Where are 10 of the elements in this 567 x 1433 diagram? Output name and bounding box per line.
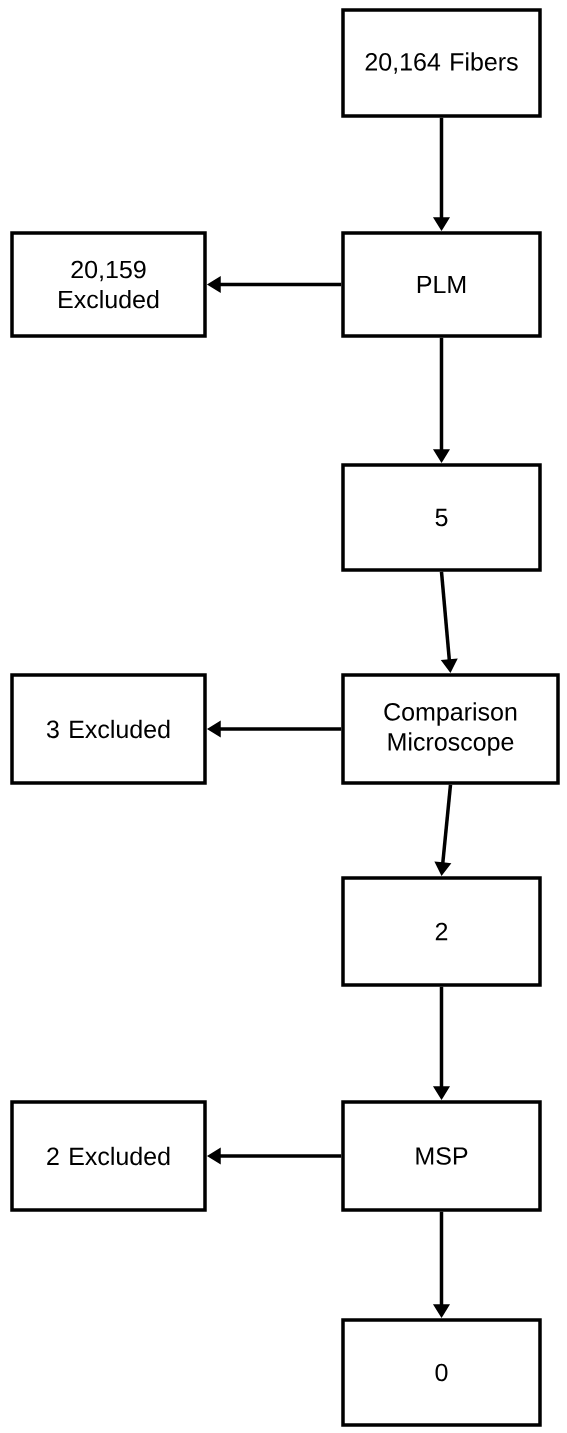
process-box: 2 Excluded [10, 1100, 207, 1212]
process-box: 20,164 Fibers [341, 8, 542, 118]
process-box: 20,159 Excluded [10, 231, 207, 338]
process-box: PLM [341, 231, 542, 338]
process-box: Comparison Microscope [341, 673, 560, 785]
process-box: MSP [341, 1100, 542, 1212]
process-box: 0 [341, 1318, 542, 1427]
process-box: 2 [341, 876, 542, 987]
process-box: 5 [341, 463, 542, 572]
process-box: 3 Excluded [10, 673, 207, 785]
